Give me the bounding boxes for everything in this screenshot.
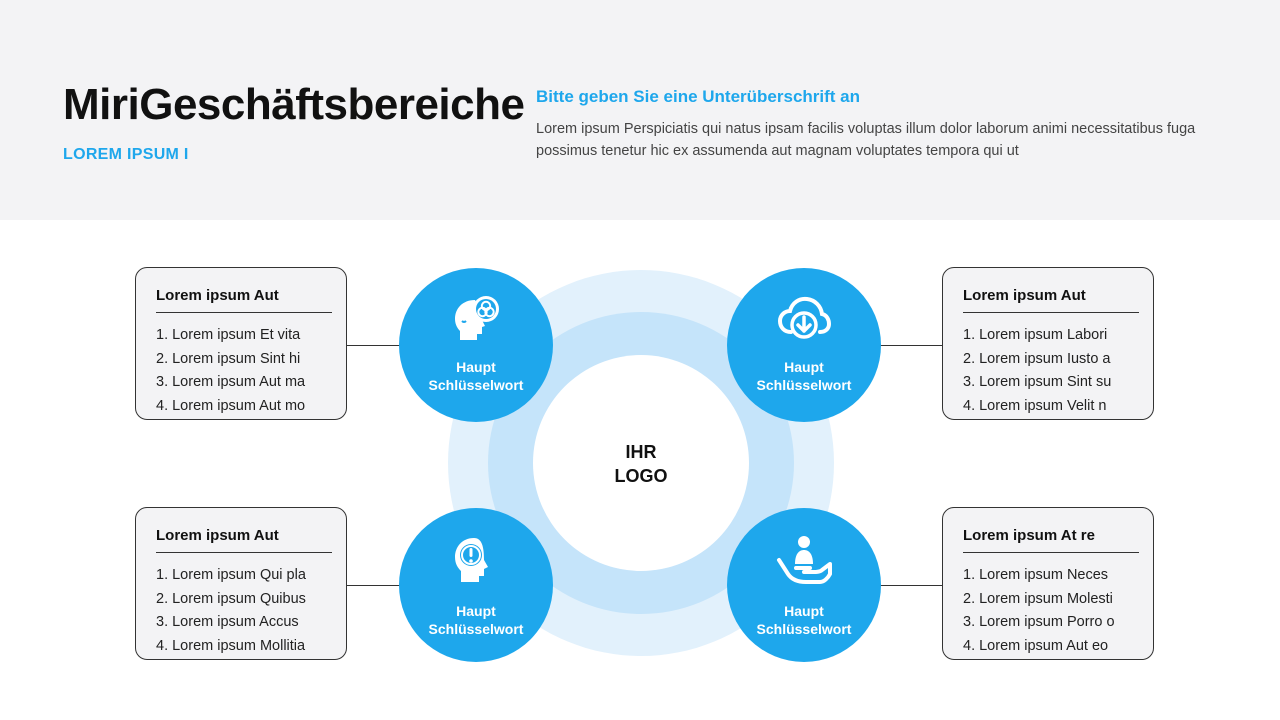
- keyword-label-line-1: Haupt: [784, 603, 824, 619]
- page-kicker: LOREM IPSUM I: [63, 146, 189, 163]
- keyword-label-line-1: Haupt: [456, 603, 496, 619]
- card-list: 1. Lorem ipsum Qui pla 2. Lorem ipsum Qu…: [156, 564, 306, 658]
- page-description: Lorem ipsum Perspiciatis qui natus ipsam…: [536, 121, 1196, 159]
- card-list: 1. Lorem ipsum Neces 2. Lorem ipsum Mole…: [963, 564, 1115, 658]
- head-gears-icon: [455, 296, 499, 340]
- info-card-bottom-right: Lorem ipsum At re 1. Lorem ipsum Neces 2…: [942, 507, 1154, 660]
- list-item: 3. Lorem ipsum Sint su: [963, 374, 1112, 390]
- list-item: 4. Lorem ipsum Velit n: [963, 397, 1107, 414]
- logo-circle: [533, 355, 749, 571]
- keyword-label: Haupt Schlüsselwort: [727, 602, 881, 638]
- cloud-download-icon: [777, 296, 831, 339]
- keyword-label-line-2: Schlüsselwort: [756, 377, 852, 393]
- header-section: MiriGeschäftsbereiche LOREM IPSUM I Bitt…: [0, 0, 1280, 220]
- card-title: Lorem ipsum At re: [963, 527, 1139, 553]
- keyword-node-top-left: Haupt Schlüsselwort: [399, 268, 553, 422]
- connector-bottom-right: [878, 585, 942, 586]
- head-alert-icon: [455, 538, 488, 582]
- list-item: 4. Lorem ipsum Aut eo: [963, 637, 1109, 654]
- keyword-node-bottom-right: Haupt Schlüsselwort: [727, 508, 881, 662]
- list-item: 3. Lorem ipsum Aut ma: [156, 374, 306, 390]
- list-item: 3. Lorem ipsum Porro o: [963, 614, 1115, 630]
- list-item: 1. Lorem ipsum Qui pla: [156, 567, 306, 583]
- card-title: Lorem ipsum Aut: [156, 287, 332, 313]
- list-item: 1. Lorem ipsum Neces: [963, 567, 1109, 583]
- keyword-label-line-2: Schlüsselwort: [428, 377, 524, 393]
- keyword-node-top-right: Haupt Schlüsselwort: [727, 268, 881, 422]
- logo-placeholder: IHR LOGO: [533, 440, 749, 488]
- hand-person-icon: [777, 536, 832, 584]
- info-card-top-right: Lorem ipsum Aut 1. Lorem ipsum Labori 2.…: [942, 267, 1154, 420]
- info-card-bottom-left: Lorem ipsum Aut 1. Lorem ipsum Qui pla 2…: [135, 507, 347, 660]
- list-item: 1. Lorem ipsum Et vita: [156, 327, 301, 343]
- page-title: MiriGeschäftsbereiche: [63, 80, 525, 129]
- connector-top-right: [878, 345, 942, 346]
- list-item: 2. Lorem ipsum Iusto a: [963, 350, 1111, 367]
- page-subtitle: Bitte geben Sie eine Unterüberschrift an: [536, 87, 861, 106]
- logo-line-2: LOGO: [614, 466, 668, 486]
- card-title: Lorem ipsum Aut: [156, 527, 332, 553]
- list-item: 4. Lorem ipsum Mollitia: [156, 637, 306, 654]
- keyword-node-bottom-left: Haupt Schlüsselwort: [399, 508, 553, 662]
- list-item: 1. Lorem ipsum Labori: [963, 327, 1108, 343]
- card-list: 1. Lorem ipsum Et vita 2. Lorem ipsum Si…: [156, 324, 305, 418]
- keyword-label-line-2: Schlüsselwort: [428, 621, 524, 637]
- list-item: 2. Lorem ipsum Molesti: [963, 590, 1113, 607]
- list-item: 3. Lorem ipsum Accus: [156, 614, 299, 630]
- keyword-label-line-1: Haupt: [784, 359, 824, 375]
- list-item: 4. Lorem ipsum Aut mo: [156, 397, 306, 414]
- list-item: 2. Lorem ipsum Quibus: [156, 590, 306, 607]
- connector-bottom-left: [347, 585, 403, 586]
- keyword-label: Haupt Schlüsselwort: [399, 358, 553, 394]
- list-item: 2. Lorem ipsum Sint hi: [156, 350, 301, 367]
- card-title: Lorem ipsum Aut: [963, 287, 1139, 313]
- keyword-label-line-2: Schlüsselwort: [756, 621, 852, 637]
- keyword-label-line-1: Haupt: [456, 359, 496, 375]
- keyword-label: Haupt Schlüsselwort: [399, 602, 553, 638]
- logo-line-1: IHR: [625, 442, 657, 462]
- info-card-top-left: Lorem ipsum Aut 1. Lorem ipsum Et vita 2…: [135, 267, 347, 420]
- connector-top-left: [347, 345, 403, 346]
- keyword-label: Haupt Schlüsselwort: [727, 358, 881, 394]
- card-list: 1. Lorem ipsum Labori 2. Lorem ipsum Ius…: [963, 324, 1111, 418]
